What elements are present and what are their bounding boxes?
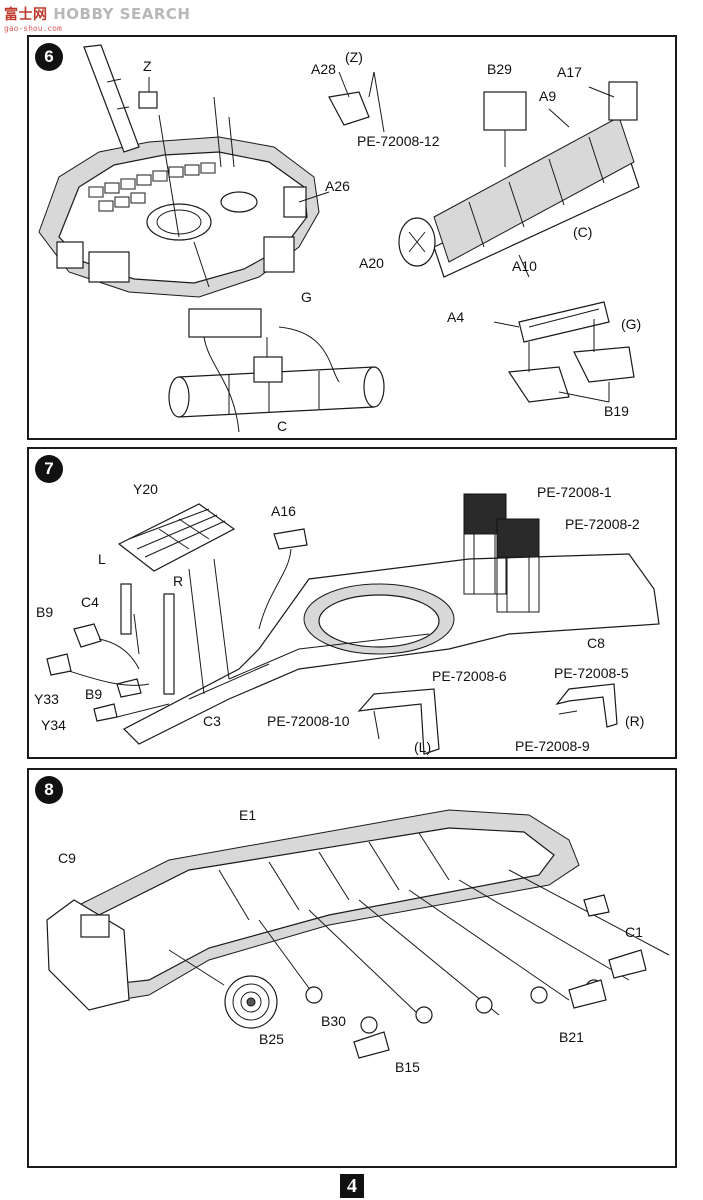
watermark-logo: 富士网 HOBBY SEARCH — [4, 4, 190, 24]
step-8-drawing — [46, 809, 670, 1059]
step-6-number: 6 — [35, 43, 63, 71]
label-b21: B21 — [559, 1029, 584, 1045]
suspension-arms — [258, 869, 670, 1059]
label-b30: B30 — [321, 1013, 346, 1029]
label-l: L — [98, 551, 106, 567]
label-b9-bottom: B9 — [85, 686, 103, 702]
label-a17: A17 — [557, 64, 582, 80]
label-g-group: (G) — [621, 316, 642, 332]
track-stack-y20 — [117, 503, 236, 695]
label-l-group: (L) — [414, 739, 432, 755]
tube-exploded — [398, 81, 640, 278]
label-b29: B29 — [487, 61, 512, 77]
label-c9: C9 — [58, 850, 76, 866]
hull-e1 — [46, 809, 580, 1029]
label-e1: E1 — [239, 807, 257, 823]
label-a9: A9 — [539, 88, 557, 104]
step-7-drawing — [46, 493, 660, 755]
turret-drawing — [38, 44, 330, 298]
label-pe-72008-2: PE-72008-2 — [565, 516, 640, 532]
part-a28-drawing — [328, 71, 385, 133]
label-a28: A28 — [311, 61, 336, 77]
pe-parts-r — [555, 683, 618, 728]
step-8-panel: 8 E1 C9 C1 B25 B30 B21 B15 — [27, 768, 677, 1168]
label-pe-72008-5: PE-72008-5 — [554, 665, 629, 681]
step-6-panel: 6 Z A28 (Z) PE-72008-12 B29 A17 A9 A26 (… — [27, 35, 677, 440]
label-c1: C1 — [625, 924, 643, 940]
label-pe-72008-9: PE-72008-9 — [515, 738, 590, 754]
label-a20: A20 — [359, 255, 384, 271]
left-parts — [46, 583, 175, 722]
label-c3: C3 — [203, 713, 221, 729]
label-pe-72008-10: PE-72008-10 — [267, 713, 350, 729]
label-z: Z — [143, 58, 152, 74]
label-y34: Y34 — [41, 717, 66, 733]
watermark-brand: HOBBY SEARCH — [53, 5, 191, 23]
label-y20: Y20 — [133, 481, 158, 497]
tube-c-assembly — [168, 308, 385, 433]
label-b9-top: B9 — [36, 604, 54, 620]
label-y33: Y33 — [34, 691, 59, 707]
step-7-panel: 7 Y20 A16 PE-72008-1 PE-72008-2 L C4 R B… — [27, 447, 677, 759]
label-a4: A4 — [447, 309, 465, 325]
label-a10: A10 — [512, 258, 537, 274]
label-r-group: (R) — [625, 713, 645, 729]
label-c8: C8 — [587, 635, 605, 651]
label-c4: C4 — [81, 594, 99, 610]
label-g: G — [301, 289, 312, 305]
step-7-number: 7 — [35, 455, 63, 483]
label-a26: A26 — [325, 178, 350, 194]
hull-plate — [122, 553, 660, 745]
label-b19: B19 — [604, 403, 629, 419]
label-c-group: (C) — [573, 224, 593, 240]
watermark-chinese: 富士网 — [4, 7, 48, 23]
label-z-group: (Z) — [345, 49, 363, 65]
label-a16: A16 — [271, 503, 296, 519]
label-pe-72008-1: PE-72008-1 — [537, 484, 612, 500]
label-b25: B25 — [259, 1031, 284, 1047]
step-6-drawing — [38, 44, 640, 433]
label-pe-72008-6: PE-72008-6 — [432, 668, 507, 684]
pe-parts-l — [357, 688, 440, 755]
part-a16-drawing — [258, 528, 308, 630]
label-b15: B15 — [395, 1059, 420, 1075]
label-c: C — [277, 418, 288, 434]
bracket-g-exploded — [493, 301, 635, 403]
step-8-number: 8 — [35, 776, 63, 804]
watermark-url: gao-shou.com — [4, 24, 62, 33]
label-pe-72008-12: PE-72008-12 — [357, 133, 440, 149]
label-r: R — [173, 573, 184, 589]
grille-pe-2 — [496, 518, 540, 613]
page-number: 4 — [340, 1174, 364, 1198]
